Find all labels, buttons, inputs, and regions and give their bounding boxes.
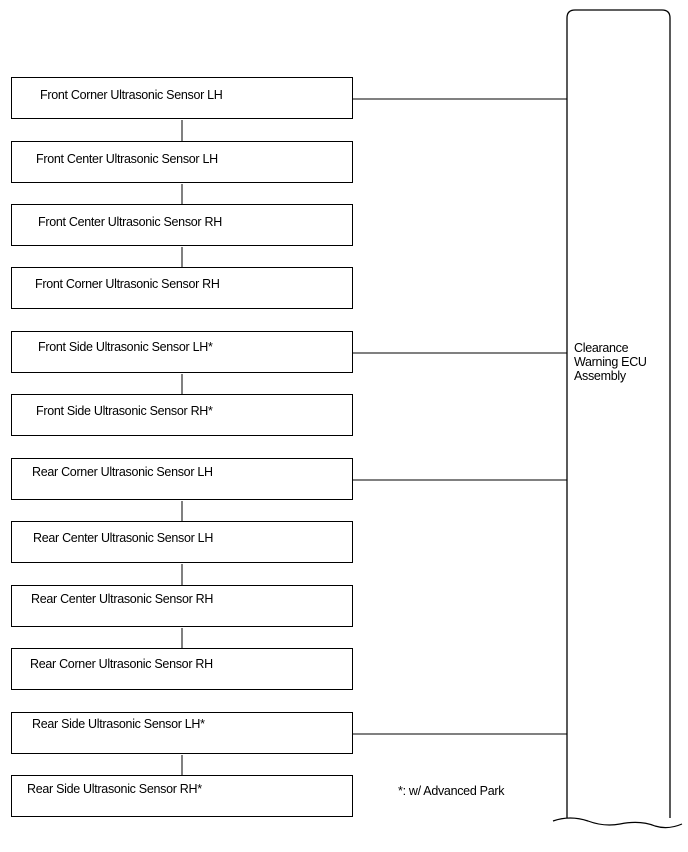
ecu-label-line: Warning ECU — [574, 355, 647, 369]
sensor-label: Rear Side Ultrasonic Sensor LH* — [32, 717, 205, 731]
ecu-break-line — [552, 817, 683, 829]
sensor-label: Front Corner Ultrasonic Sensor LH — [40, 88, 223, 102]
ecu-bus-lines — [353, 98, 567, 735]
sensor-box-front-center-lh: Front Center Ultrasonic Sensor LH — [11, 141, 353, 183]
sensor-label: Rear Side Ultrasonic Sensor RH* — [27, 782, 202, 796]
sensor-box-front-corner-rh: Front Corner Ultrasonic Sensor RH — [11, 267, 353, 309]
sensor-box-rear-corner-rh: Rear Corner Ultrasonic Sensor RH — [11, 648, 353, 690]
sensor-box-front-corner-lh: Front Corner Ultrasonic Sensor LH — [11, 77, 353, 119]
ecu-assembly-outline — [566, 9, 671, 818]
sensor-label: Rear Corner Ultrasonic Sensor RH — [30, 657, 213, 671]
footnote: *: w/ Advanced Park — [398, 784, 505, 798]
sensor-box-rear-center-rh: Rear Center Ultrasonic Sensor RH — [11, 585, 353, 627]
sensor-label: Front Corner Ultrasonic Sensor RH — [35, 277, 220, 291]
sensor-box-front-side-lh: Front Side Ultrasonic Sensor LH* — [11, 331, 353, 373]
sensor-label: Front Center Ultrasonic Sensor RH — [38, 215, 222, 229]
sensor-box-front-center-rh: Front Center Ultrasonic Sensor RH — [11, 204, 353, 246]
sensor-box-rear-side-lh: Rear Side Ultrasonic Sensor LH* — [11, 712, 353, 754]
sensor-box-rear-corner-lh: Rear Corner Ultrasonic Sensor LH — [11, 458, 353, 500]
ecu-label-line: Clearance — [574, 341, 629, 355]
sensor-label: Rear Center Ultrasonic Sensor LH — [33, 531, 214, 545]
sensor-box-front-side-rh: Front Side Ultrasonic Sensor RH* — [11, 394, 353, 436]
sensor-label: Rear Corner Ultrasonic Sensor LH — [32, 465, 213, 479]
ecu-label-line: Assembly — [574, 369, 626, 383]
sensor-label: Front Side Ultrasonic Sensor RH* — [36, 404, 213, 418]
sensor-box-rear-side-rh: Rear Side Ultrasonic Sensor RH* — [11, 775, 353, 817]
sensor-label: Front Center Ultrasonic Sensor LH — [36, 152, 218, 166]
sensor-label: Rear Center Ultrasonic Sensor RH — [31, 592, 214, 606]
sensor-box-rear-center-lh: Rear Center Ultrasonic Sensor LH — [11, 521, 353, 563]
ecu-label: Clearance Warning ECU Assembly — [574, 341, 647, 383]
sensor-label: Front Side Ultrasonic Sensor LH* — [38, 340, 213, 354]
